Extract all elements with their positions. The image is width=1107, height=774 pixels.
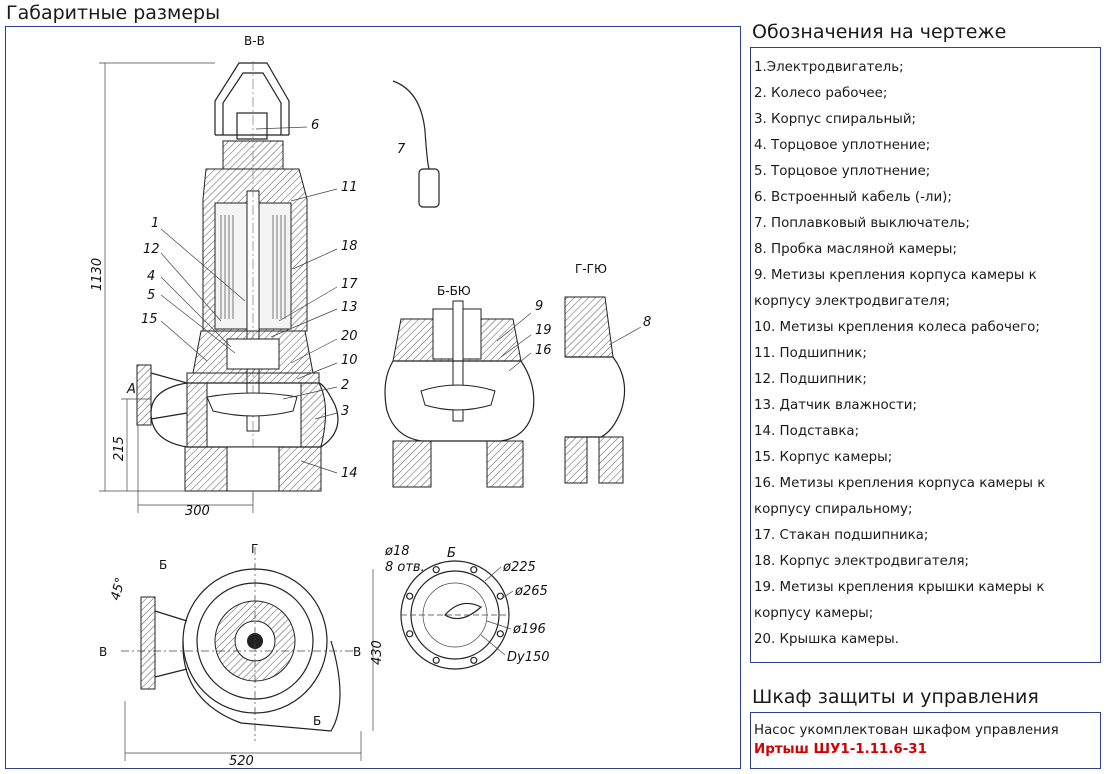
main-section-view: В-В [136, 34, 339, 501]
legend-item: 15. Корпус камеры; [754, 450, 893, 465]
callout-4: 4 [147, 269, 155, 284]
section-label-bob: Б-БЮ [437, 284, 471, 298]
dim-depth-plan: 430 [370, 640, 385, 665]
legend-item: 10. Метизы крепления колеса рабочего; [754, 320, 1040, 335]
section-label-bb: В-В [244, 34, 265, 48]
bolt-hole [432, 566, 440, 574]
dim-width-plan: 520 [229, 754, 254, 768]
legend-heading: Обозначения на чертеже [752, 21, 1007, 43]
cabinet-heading: Шкаф защиты и управления [752, 686, 1039, 708]
legend-item: 17. Стакан подшипника; [754, 528, 929, 543]
cut-mark-a: A [126, 382, 136, 397]
dim-width-base: 300 [185, 504, 210, 519]
legend-item: 8. Пробка масляной камеры; [754, 242, 958, 257]
dimensions-heading: Габаритные размеры [6, 2, 221, 24]
legend-item: корпусу камеры; [754, 606, 874, 621]
cut-mark-v-left: В [99, 645, 107, 659]
callout-8: 8 [643, 315, 651, 330]
callout-1: 1 [151, 216, 159, 231]
pump-drawing-svg: В-В [90, 34, 651, 768]
legend-item: 19. Метизы крепления крышки камеры к [754, 580, 1045, 595]
dim-holes-count: 8 отв. [385, 560, 425, 575]
cut-mark-v-right: В [353, 645, 361, 659]
view-b-flange: Б ø18 8 отв. ø225 ø265 ø196 Dy150 [384, 544, 550, 670]
legend-item: 14. Подставка; [754, 424, 860, 439]
legend-item: 16. Метизы крепления корпуса камеры к [754, 476, 1046, 491]
legend-item: корпусу электродвигателя; [754, 294, 950, 309]
callout-3: 3 [341, 404, 349, 419]
callout-leaders [160, 126, 338, 474]
callout-9: 9 [535, 299, 543, 314]
cabinet-model: Иртыш ШУ1-1.11.6-31 [754, 742, 927, 757]
callout-12: 12 [143, 242, 160, 257]
legend-item: 5. Торцовое уплотнение; [754, 164, 931, 179]
dim-dy150: Dy150 [507, 650, 550, 665]
dimension-lines: 1130 215 300 A [90, 62, 254, 519]
dim-d225: ø225 [502, 560, 536, 575]
dim-d265: ø265 [514, 584, 548, 599]
section-gg-view: Г-ГЮ 8 [564, 262, 651, 484]
legend-item: 4. Торцовое уплотнение; [754, 138, 931, 153]
legend-item: 2. Колесо рабочее; [754, 86, 888, 101]
bolt-hole [432, 656, 440, 664]
callout-15: 15 [141, 312, 158, 327]
cut-mark-b-bottom: Б [313, 714, 321, 728]
callout-11: 11 [341, 180, 358, 195]
callout-18: 18 [341, 239, 358, 254]
bolt-hole [496, 630, 504, 638]
dim-height-base: 215 [112, 436, 127, 461]
cut-mark-b-top: Б [159, 558, 167, 572]
callout-2: 2 [341, 378, 349, 393]
float-switch: 7 [392, 80, 440, 208]
callout-7: 7 [397, 142, 406, 157]
callout-14: 14 [341, 466, 358, 481]
callout-10: 10 [341, 353, 358, 368]
bolt-hole [470, 656, 478, 664]
legend-item: 20. Крышка камеры. [754, 632, 899, 647]
cabinet-info: Насос укомплектован шкафом управления Ир… [750, 712, 1101, 769]
section-bb-view: Б-БЮ 9 19 16 [384, 284, 552, 488]
callout-19: 19 [535, 323, 552, 338]
legend-item: 3. Корпус спиральный; [754, 112, 917, 127]
bolt-hole [406, 592, 414, 600]
legend-item: 9. Метизы крепления корпуса камеры к [754, 268, 1037, 283]
cabinet-text: Насос укомплектован шкафом управления [754, 723, 1059, 738]
callout-13: 13 [341, 300, 358, 315]
legend-list: 1.Электродвигатель; 2. Колесо рабочее; 3. … [750, 47, 1101, 663]
bolt-hole [496, 592, 504, 600]
dim-d196: ø196 [512, 622, 546, 637]
dim-holes: ø18 [384, 544, 410, 559]
bolt-hole [470, 566, 478, 574]
section-label-gg: Г-ГЮ [575, 262, 607, 276]
legend-item: 1.Электродвигатель; [754, 60, 904, 75]
callout-16: 16 [535, 343, 552, 358]
legend-item: 7. Поплавковый выключатель; [754, 216, 970, 231]
technical-drawing: В-В [5, 26, 741, 769]
legend-item: 13. Датчик влажности; [754, 398, 918, 413]
dim-height-total: 1130 [90, 258, 105, 291]
cut-mark-g-top: Г [251, 542, 258, 556]
callout-6: 6 [311, 118, 319, 133]
plan-view: 520 430 В В Б Б Г 45° [99, 542, 385, 768]
callout-17: 17 [341, 277, 358, 292]
view-b-label: Б [447, 546, 456, 561]
legend-item: корпусу спиральному; [754, 502, 913, 517]
legend-item: 6. Встроенный кабель (-ли); [754, 190, 952, 205]
angle-mark: 45° [108, 576, 128, 602]
legend-item: 18. Корпус электродвигателя; [754, 554, 970, 569]
callout-20: 20 [341, 329, 358, 344]
legend-item: 12. Подшипник; [754, 372, 867, 387]
bolt-hole [406, 630, 414, 638]
callout-5: 5 [147, 288, 155, 303]
legend-item: 11. Подшипник; [754, 346, 867, 361]
